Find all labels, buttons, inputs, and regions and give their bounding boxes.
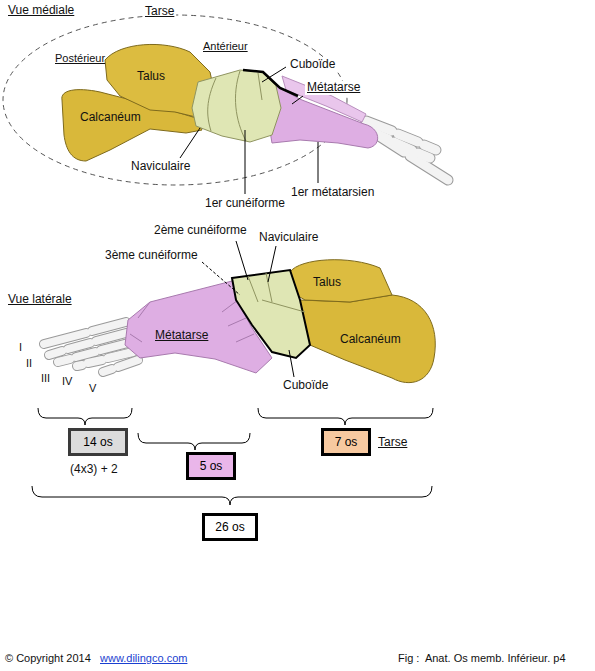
- count-text: 14 os: [83, 435, 112, 449]
- phalanges-bottom: [44, 322, 138, 372]
- bone-label: 1er métatarsien: [291, 186, 374, 200]
- tarsal-bones: [192, 70, 281, 142]
- bone-label: Talus: [313, 276, 341, 290]
- figure-caption: Fig : Anat. Os memb. Inférieur. p4: [398, 652, 566, 665]
- bone-label: Naviculaire: [131, 160, 190, 174]
- bone-label: Calcanéum: [80, 111, 141, 125]
- orientation-label: Postérieur: [55, 52, 105, 65]
- count-box: 7 os: [321, 428, 371, 456]
- group-title: Tarse: [143, 5, 176, 19]
- group-label: Métatarse: [305, 81, 362, 95]
- count-box: 14 os: [68, 428, 128, 456]
- tarsal-joints: [208, 71, 262, 141]
- bone-label: Talus: [137, 70, 165, 84]
- bone-label: Naviculaire: [259, 231, 318, 245]
- metatarsal-joints: [130, 300, 254, 342]
- group-label: Tarse: [378, 436, 407, 450]
- count-text: 26 os: [215, 520, 244, 534]
- toe-number: III: [41, 372, 50, 385]
- website-link: www.dilingco.com: [100, 652, 187, 665]
- toe-number: V: [89, 382, 96, 395]
- formula-note: (4x3) + 2: [70, 463, 118, 477]
- brackets: [32, 408, 433, 505]
- count-text: 5 os: [200, 459, 223, 473]
- bone-label: Cuboïde: [283, 379, 328, 393]
- bone-label: Cuboïde: [288, 58, 337, 72]
- toe-number: I: [19, 341, 22, 354]
- tarsal-bones: [232, 270, 310, 358]
- bone-label: Calcanéum: [340, 333, 401, 347]
- count-box: 5 os: [186, 452, 236, 480]
- bone-label: 1er cunéiforme: [205, 197, 285, 211]
- group-label: Métatarse: [155, 329, 208, 343]
- count-box: 26 os: [202, 513, 258, 541]
- talus-bone: [288, 260, 392, 302]
- copyright-note: © Copyright 2014: [5, 652, 91, 665]
- leader-lines-bottom: [202, 241, 294, 377]
- tarsal-joints: [248, 273, 305, 312]
- tarsal-outline: [243, 70, 298, 96]
- calcaneus-bone: [300, 295, 435, 383]
- bone-label: 2ème cunéiforme: [154, 224, 247, 238]
- leader-lines-top: [180, 67, 318, 194]
- toe-number: II: [26, 357, 32, 370]
- toe-number: IV: [62, 375, 72, 388]
- orientation-label: Antérieur: [203, 40, 248, 53]
- bone-label: 3ème cunéiforme: [105, 249, 198, 263]
- count-text: 7 os: [335, 435, 358, 449]
- view-title: Vue latérale: [8, 293, 72, 307]
- view-title: Vue médiale: [8, 4, 74, 18]
